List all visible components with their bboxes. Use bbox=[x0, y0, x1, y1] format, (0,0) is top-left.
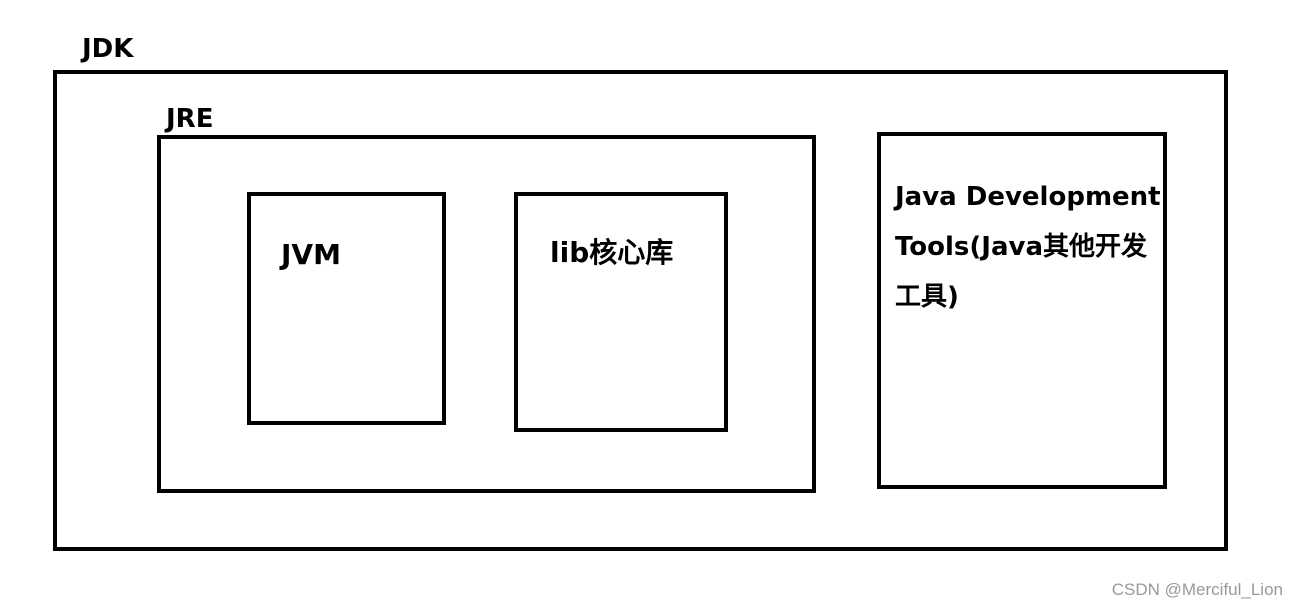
jdk-box bbox=[53, 70, 1228, 551]
dev-tools-box bbox=[877, 132, 1167, 489]
lib-core-box bbox=[514, 192, 728, 432]
jvm-label: JVM bbox=[281, 238, 341, 271]
jdk-label: JDK bbox=[82, 34, 134, 64]
jre-box bbox=[157, 135, 816, 493]
jvm-box bbox=[247, 192, 446, 425]
dev-tools-label: Java Development Tools(Java其他开发工具) bbox=[895, 182, 1161, 312]
jre-label: JRE bbox=[166, 104, 214, 134]
lib-core-label: lib核心库 bbox=[550, 236, 674, 269]
watermark: CSDN @Merciful_Lion bbox=[1111, 580, 1283, 599]
